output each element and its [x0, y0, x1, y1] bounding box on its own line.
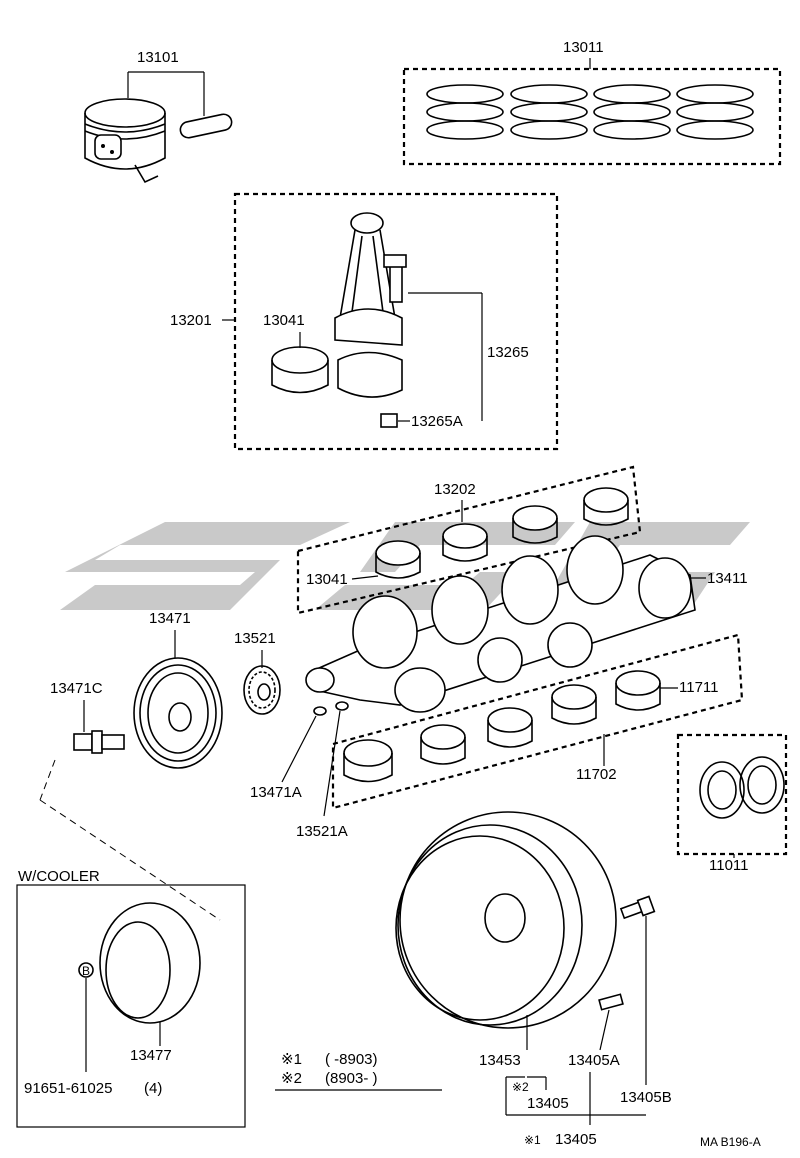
label-pulley-bolt: 13471C	[50, 680, 103, 697]
connecting-rod-illustration	[334, 212, 407, 398]
label-flywheel-sub1: 13405	[527, 1095, 569, 1112]
note-1-range: ( -8903)	[325, 1051, 378, 1068]
tree-mark-lower: ※1	[524, 1133, 541, 1147]
flywheel-bolt-illustration	[619, 895, 656, 920]
label-flywheel-sub2: 13405	[555, 1131, 597, 1148]
notes-block: ※1 ( -8903) ※2 (8903- )	[275, 1051, 442, 1091]
label-rod-bearing-set: 13202	[434, 481, 476, 498]
cooler-marker-circle	[78, 962, 94, 978]
note-1-mark: ※1	[281, 1051, 302, 1068]
crankshaft-illustration	[305, 535, 696, 713]
flywheel-illustration	[395, 811, 617, 1029]
label-pulley: 13471	[149, 610, 191, 627]
label-flywheel-pin: 13405A	[568, 1052, 620, 1069]
rod-nut-illustration	[380, 413, 398, 428]
label-timing-gear: 13521	[234, 630, 276, 647]
label-rod-assy: 13201	[170, 312, 212, 329]
label-crankshaft: 13411	[707, 570, 748, 587]
label-cooler-bolt-qty: (4)	[144, 1080, 162, 1097]
label-main-bearing-set: 11702	[576, 766, 617, 783]
label-rod-bearing-2: 13041	[306, 571, 348, 588]
label-rod-bearing: 13041	[263, 312, 305, 329]
thrust-washer-box	[676, 733, 788, 856]
note-2-mark: ※2	[281, 1070, 302, 1087]
flywheel-pin-illustration	[598, 993, 624, 1011]
label-piston: 13101	[137, 49, 179, 66]
thrust-washer-illustration	[699, 756, 785, 819]
crank-pulley-illustration	[133, 657, 223, 769]
pulley-key-illustration	[313, 706, 327, 716]
label-main-bearing: 11711	[679, 679, 719, 696]
cooler-marker: B	[82, 964, 90, 978]
rod-bearing-illustration	[271, 346, 329, 394]
label-flywheel: 13453	[479, 1052, 521, 1069]
ring-set-box	[402, 67, 782, 166]
main-bearing-shells	[343, 670, 661, 783]
label-thrust-washer: 11011	[709, 857, 749, 874]
note-2-range: (8903- )	[325, 1070, 378, 1087]
label-cooler-bolt: 91651-61025	[24, 1080, 112, 1097]
rod-bearing-shells	[375, 487, 629, 579]
label-ring-set: 13011	[563, 39, 604, 56]
label-cooler-pulley: 13477	[130, 1047, 172, 1064]
diagram-code: MA B196-A	[700, 1135, 761, 1149]
label-pulley-key: 13471A	[250, 784, 302, 801]
tree-mark-upper: ※2	[512, 1080, 529, 1094]
label-gear-key: 13521A	[296, 823, 348, 840]
piston-illustration	[84, 98, 233, 184]
gear-key-illustration	[335, 701, 349, 711]
timing-gear-illustration	[243, 665, 281, 715]
label-rod-bolt: 13265	[487, 344, 529, 361]
label-flywheel-bolt: 13405B	[620, 1089, 672, 1106]
cooler-section-box	[16, 884, 246, 1128]
cooler-pulley-illustration	[99, 902, 201, 1024]
pulley-bolt-illustration	[73, 730, 125, 754]
piston-rings-illustration	[426, 84, 754, 140]
cooler-section-title: W/COOLER	[18, 868, 100, 885]
main-bearing-set-box	[331, 633, 744, 810]
connecting-rod-box	[233, 192, 559, 451]
label-rod-nut: 13265A	[411, 413, 463, 430]
